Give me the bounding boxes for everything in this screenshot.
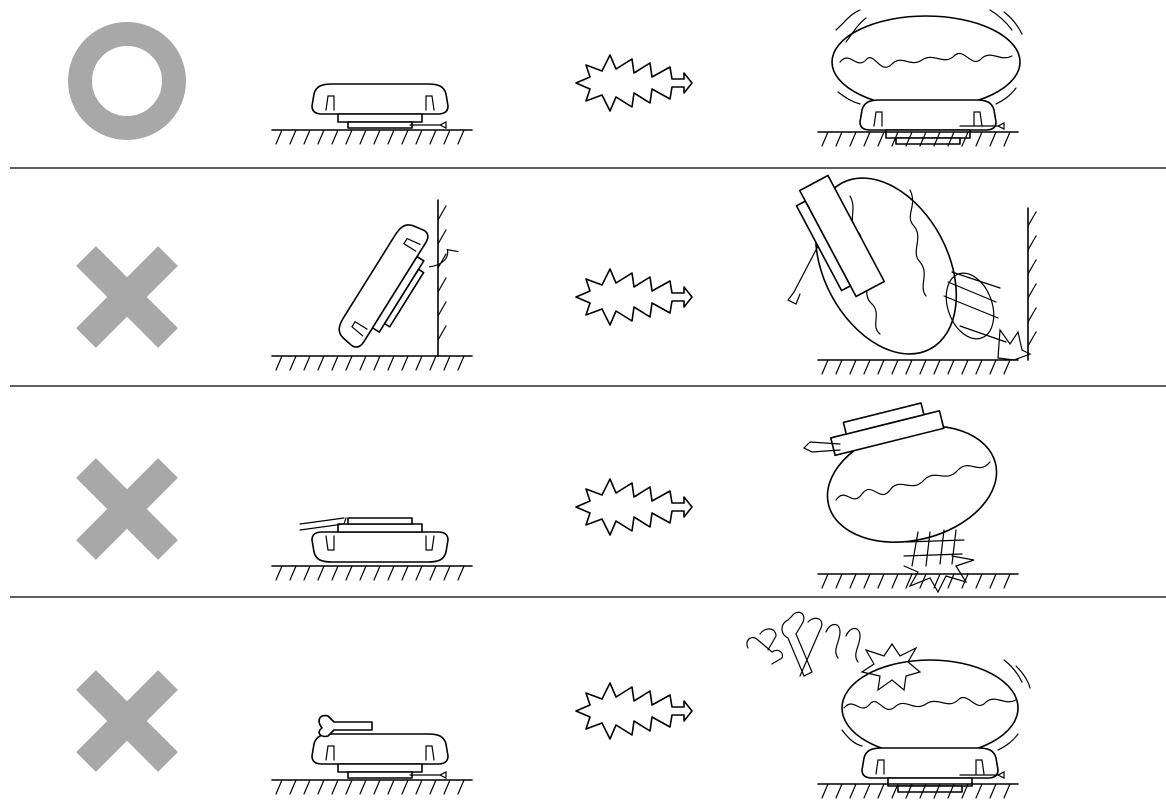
row4-result: [747, 612, 1030, 798]
cross-icon: [86, 468, 168, 550]
row1-placement: [272, 84, 472, 144]
impact-arrow: [576, 479, 692, 535]
cross-icon: [86, 256, 168, 338]
impact-arrow: [576, 55, 692, 111]
row4-placement: [272, 716, 472, 794]
row2-result: [787, 154, 1036, 378]
row2-placement: [272, 200, 472, 370]
cross-icon: [86, 680, 168, 762]
row1-result: [818, 10, 1022, 146]
row3-result: [804, 399, 1018, 592]
impact-arrow: [576, 683, 692, 739]
row3-placement: [272, 518, 472, 580]
impact-arrow: [576, 269, 692, 325]
circle-icon: [80, 34, 174, 128]
